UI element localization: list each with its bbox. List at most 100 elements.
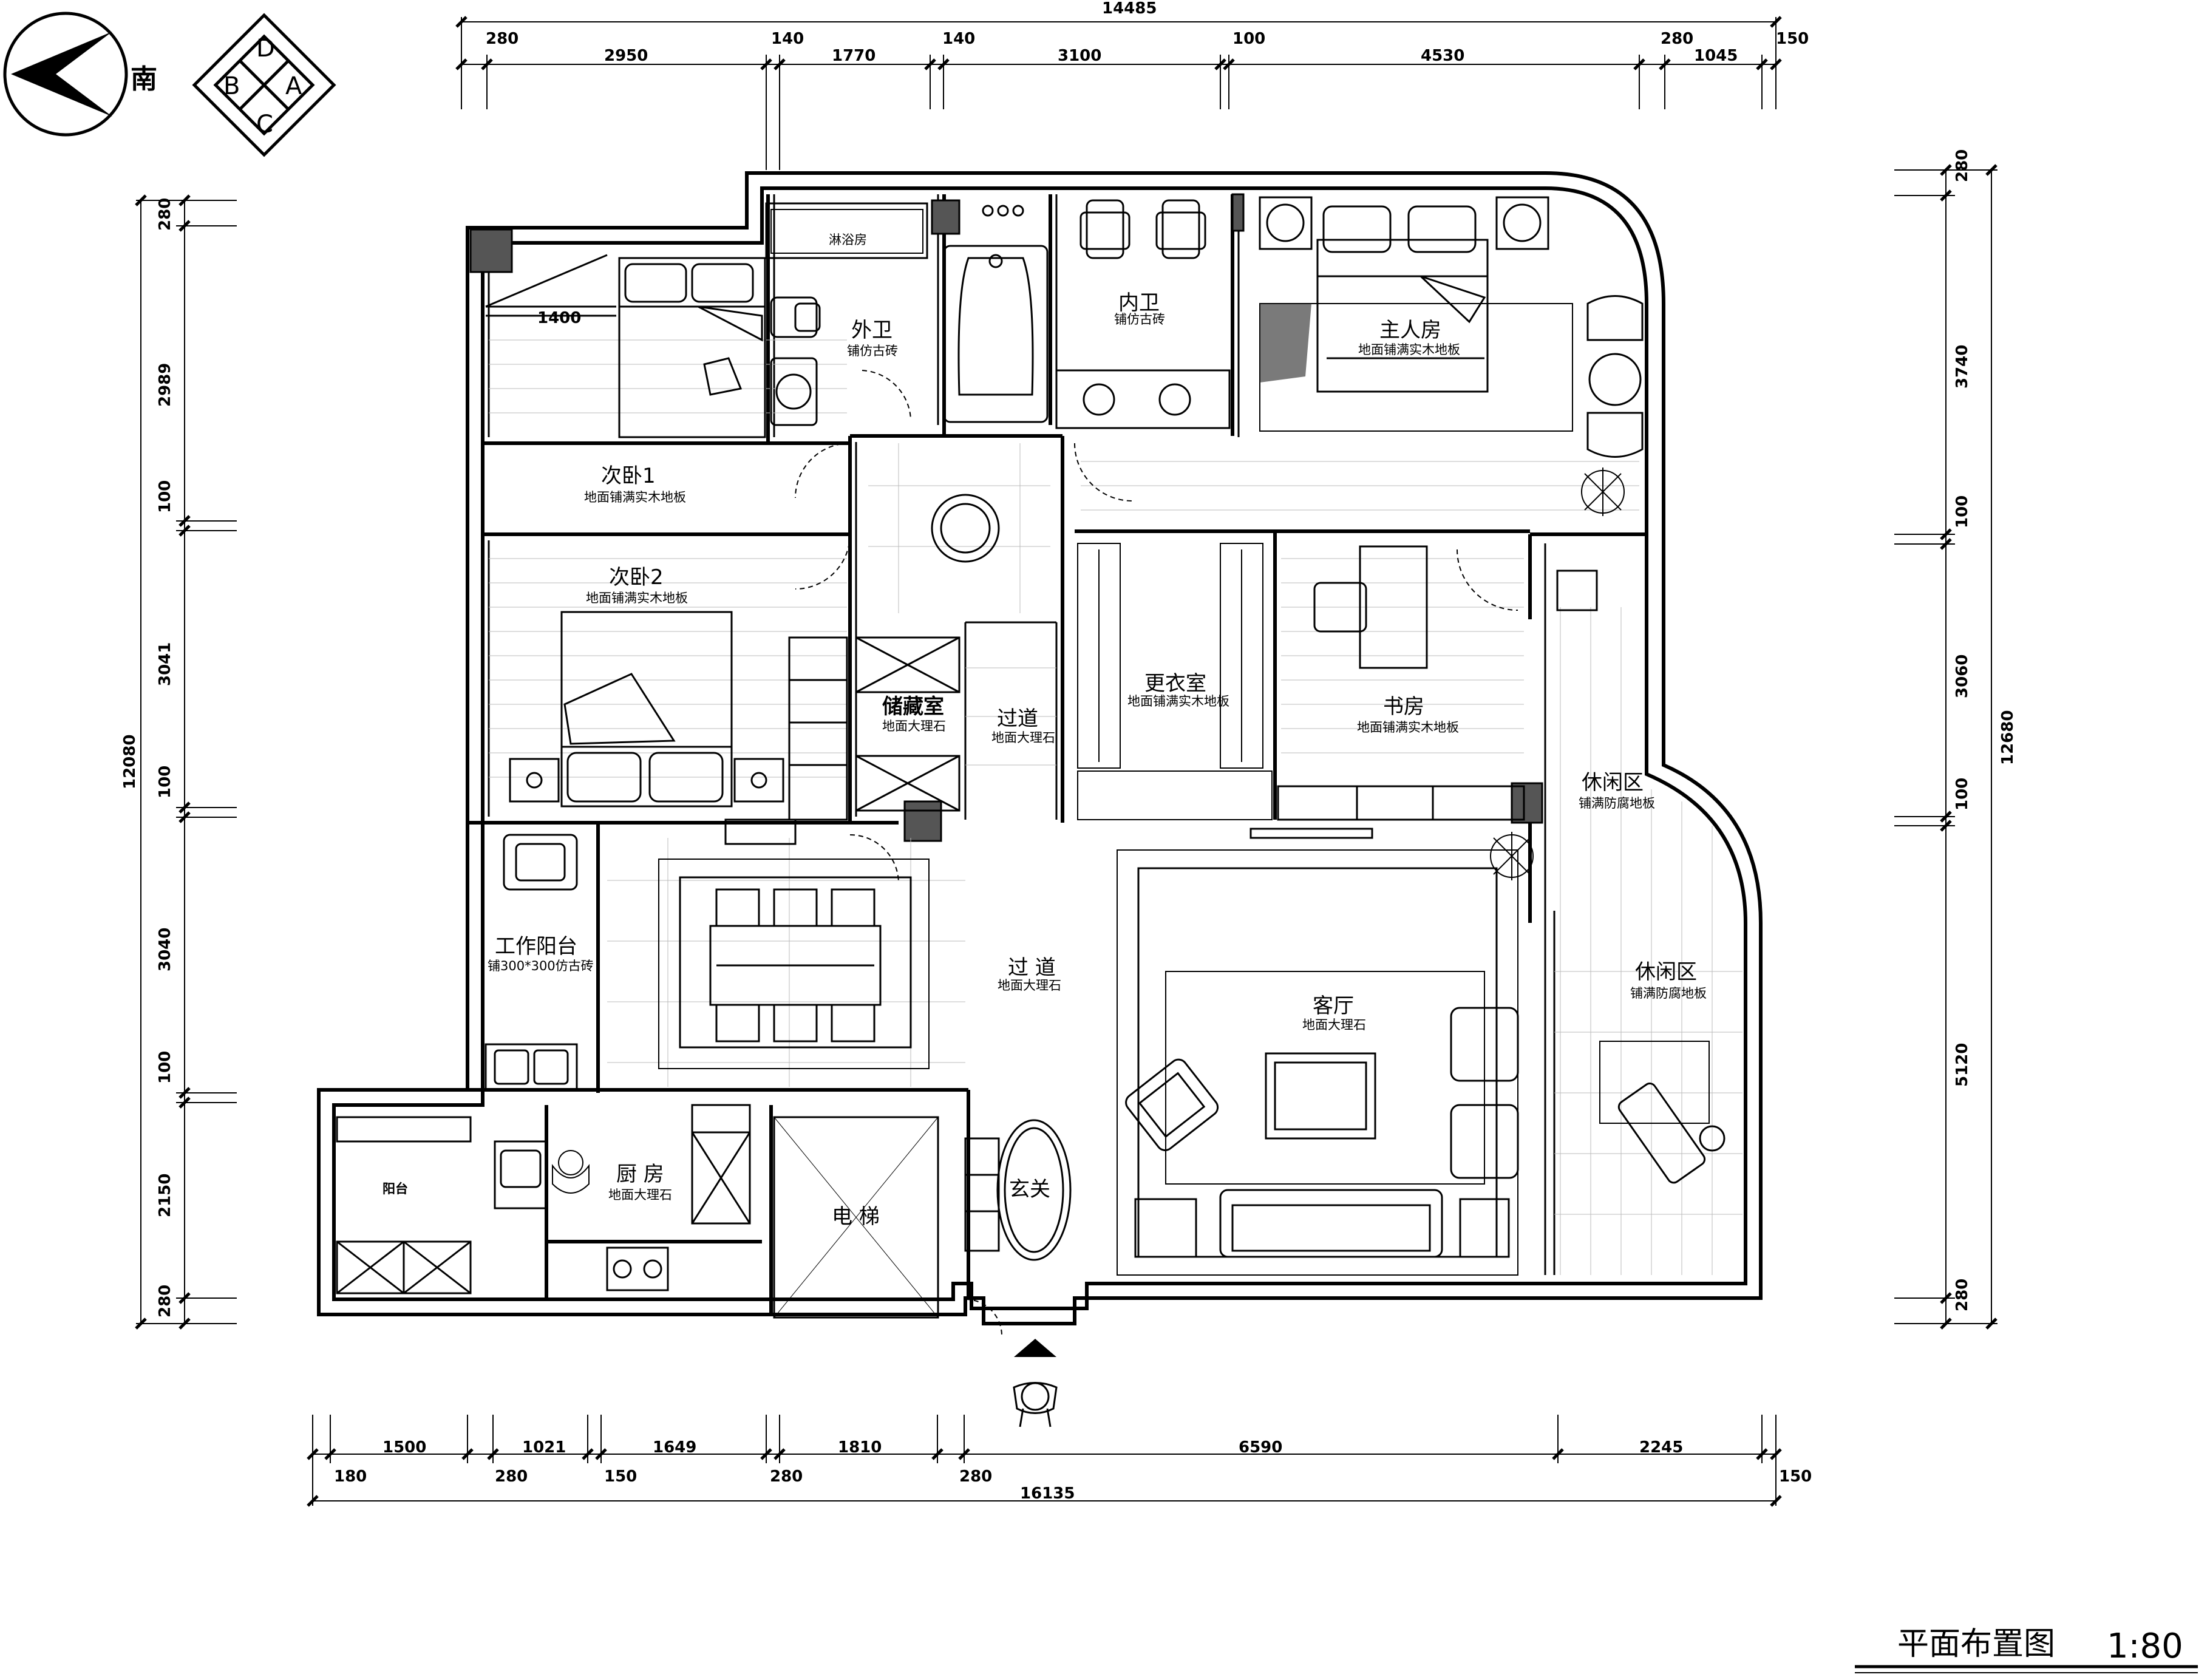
storage-floor: 地面大理石: [882, 719, 946, 733]
corridor-upper-name: 过道: [997, 707, 1038, 731]
storage-shelves-icon: [855, 636, 960, 812]
work-balcony-name: 工作阳台: [495, 934, 577, 959]
inner-bath-floor: 铺仿古砖: [1114, 312, 1165, 327]
study-floor: 地面铺满实木地板: [1357, 720, 1459, 735]
study-name: 书房: [1383, 695, 1424, 719]
leisure-lower-name: 休闲区: [1635, 960, 1697, 984]
door-swing-icons: [795, 370, 1518, 1336]
dim-bottom-seg: 2245: [1639, 1438, 1683, 1457]
dim-left-seg: 100: [156, 766, 174, 798]
dim-bottom-seg: 6590: [1239, 1438, 1282, 1457]
bedroom1-floor: 地面铺满实木地板: [584, 490, 686, 505]
study-desk-icon: [1277, 545, 1525, 821]
bedroom2-closet-icon: [788, 636, 848, 821]
bedroom1-bed-icon: [618, 257, 766, 438]
dim-bottom-seg: 1649: [653, 1438, 696, 1457]
dim-bottom-seg: 1810: [838, 1438, 882, 1457]
outer-bath-floor: 铺仿古砖: [847, 344, 898, 358]
outer-wall: [317, 171, 1763, 1325]
wardrobe-name: 更衣室: [1144, 672, 1206, 696]
furniture: [336, 196, 1725, 1336]
living-name: 客厅: [1313, 994, 1354, 1018]
dim-right-seg: 100: [1953, 778, 1971, 811]
room-labels: 1400 淋浴房 外卫 铺仿古砖 内卫 铺仿古砖 主人房 地面铺满实木地板 次卧…: [382, 233, 1707, 1229]
bedroom2-floor: 地面铺满实木地板: [586, 591, 688, 605]
compass-circle: [3, 12, 128, 137]
wardrobe-hangers-icon: [1077, 543, 1273, 820]
floor-wood-hatch: [489, 339, 1742, 1275]
corridor-lower-floor: 地面大理石: [998, 978, 1061, 993]
work-balcony-floor: 铺300*300仿古砖: [488, 959, 594, 973]
balcony-label: 阳台: [382, 1182, 408, 1196]
dim-right-seg: 280: [1953, 1279, 1971, 1311]
inner-bath-name: 内卫: [1118, 291, 1160, 315]
shower-label: 淋浴房: [829, 233, 867, 247]
orientation-label-a: A: [285, 72, 302, 100]
storage-name: 储藏室: [882, 695, 944, 719]
kitchen-name: 厨 房: [616, 1162, 664, 1186]
bedroom2-bed-icon: [560, 611, 733, 808]
dim-right-seg: 3740: [1953, 345, 1971, 389]
dim-top-seg: 150: [1776, 30, 1809, 48]
drawing-scale: 1:80: [2107, 1627, 2183, 1666]
foyer-rug-icon: [996, 1119, 1072, 1261]
entrance-indicator: [1013, 1339, 1058, 1427]
inner-bath-fixtures-icon: [982, 199, 1231, 429]
compass-arrow-icon: [11, 32, 112, 117]
dim-left-seg: 3040: [156, 928, 174, 971]
master-rug-pattern: [1260, 304, 1311, 383]
kitchen-floor: 地面大理石: [608, 1188, 672, 1202]
orientation-diamond-outer: [192, 13, 336, 157]
compass-direction-label: 南: [131, 64, 157, 95]
dim-bottom-seg: 150: [604, 1467, 637, 1486]
balcony-sink-icon: [1556, 570, 1598, 611]
dim-top-seg: 3100: [1058, 47, 1101, 65]
dim-right-seg: 5120: [1953, 1043, 1971, 1087]
orientation-label-d: D: [256, 35, 275, 63]
elevator-label: 电 梯: [832, 1205, 880, 1229]
orientation-label-c: C: [256, 111, 273, 138]
dim-top-seg: 2950: [604, 47, 648, 65]
dim-left-seg: 100: [156, 1051, 174, 1084]
dim-top-seg: 280: [486, 30, 518, 48]
walls: [317, 171, 1763, 1325]
entrance-person-icon: [1013, 1382, 1058, 1427]
bed-width-label: 1400: [537, 309, 581, 327]
inner-outer-wall: [332, 186, 1747, 1310]
dim-bottom-total: 16135: [1020, 1484, 1075, 1503]
living-floor: 地面大理石: [1302, 1018, 1366, 1032]
dim-top-seg: 140: [942, 30, 975, 48]
dim-top-seg: 4530: [1421, 47, 1464, 65]
kitchen-person-icon: [552, 1150, 590, 1194]
outer-bath-sink-icon: [770, 357, 818, 426]
dim-left-seg: 2989: [156, 363, 174, 407]
master-floor: 地面铺满实木地板: [1358, 342, 1460, 357]
outer-bath-toilet-icon: [770, 296, 818, 338]
dim-bottom-seg: 280: [959, 1467, 992, 1486]
round-table-icon: [931, 494, 1000, 563]
master-nightstand-icon: [1259, 196, 1549, 250]
dim-top-seg: 100: [1232, 30, 1265, 48]
dim-left-seg: 280: [156, 1285, 174, 1318]
dim-right-total: 12680: [1999, 710, 2017, 765]
dim-top-seg: 140: [771, 30, 804, 48]
corridor-lower-name: 过 道: [1008, 956, 1056, 980]
dining-set-icon: [658, 859, 930, 1069]
leisure-lower-floor: 铺满防腐地板: [1630, 986, 1707, 1001]
plant-icon: [1490, 468, 1625, 880]
kitchen-fixtures-icon: [494, 1104, 751, 1291]
dim-left-seg: 3041: [156, 642, 174, 686]
living-room-set-icon: [1117, 849, 1519, 1276]
shower-room-icon: [765, 202, 928, 259]
dim-top-total: 14485: [1102, 0, 1157, 18]
elevator-icon: [773, 1116, 939, 1319]
dim-bottom-seg: 180: [334, 1467, 367, 1486]
tv-cabinet-icon: [1250, 828, 1373, 839]
bedroom2-name: 次卧2: [609, 565, 664, 590]
orientation-key-icon: D A C B: [192, 13, 336, 157]
wardrobe-floor: 地面铺满实木地板: [1127, 694, 1229, 709]
dim-bottom-seg: 280: [770, 1467, 803, 1486]
dim-right-seg: 3060: [1953, 655, 1971, 698]
dim-left-total: 12080: [121, 735, 139, 789]
